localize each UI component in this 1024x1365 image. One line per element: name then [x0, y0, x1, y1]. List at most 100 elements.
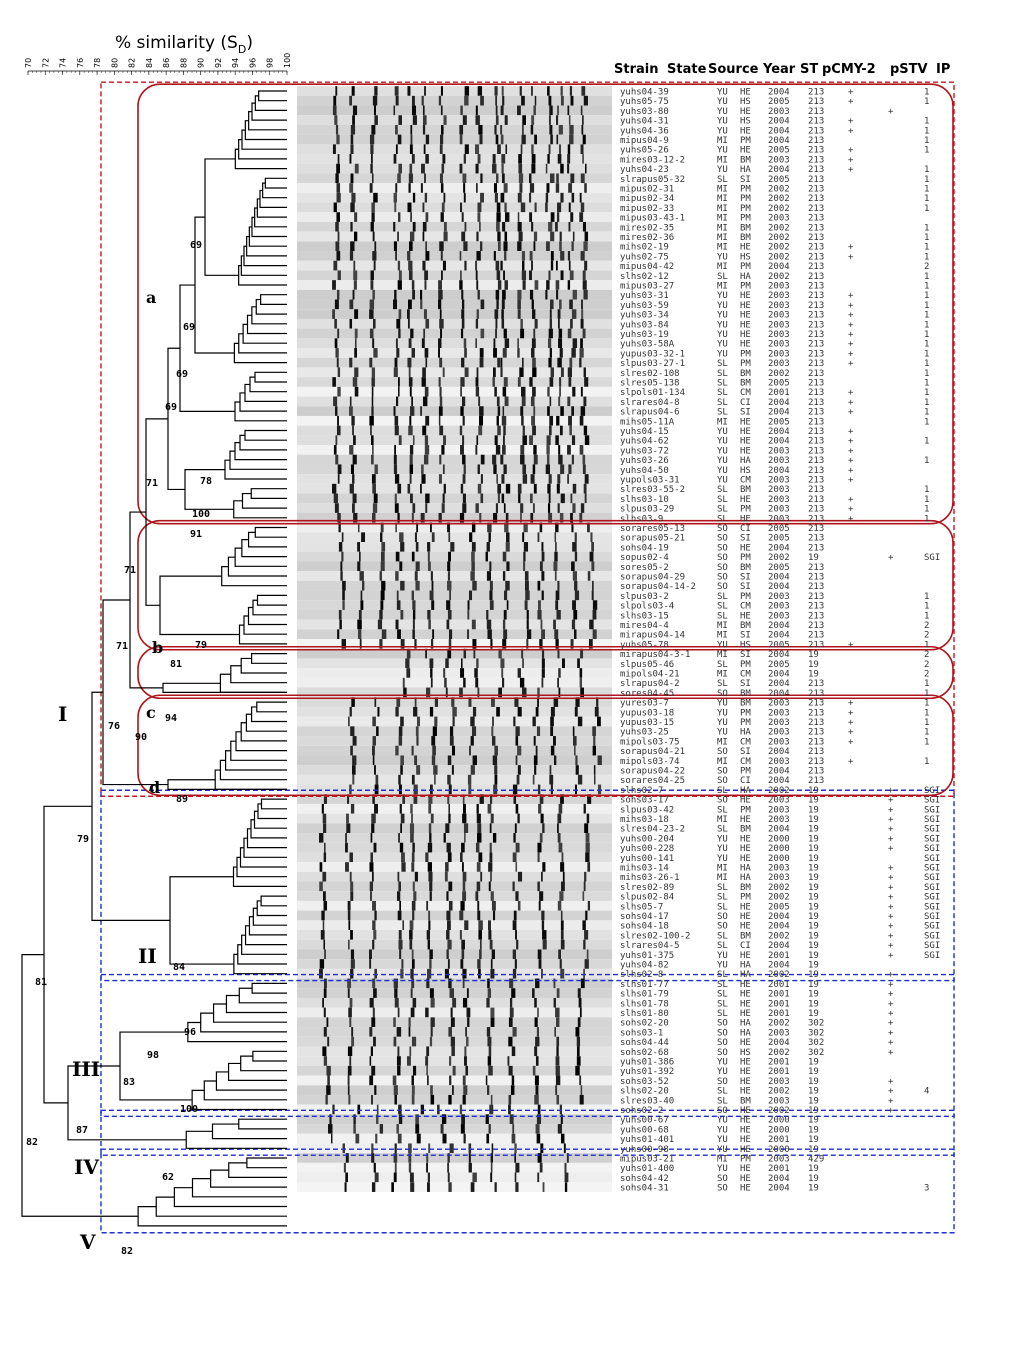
gel-band: [407, 86, 411, 96]
gel-band: [429, 949, 433, 960]
gel-band: [402, 920, 405, 931]
table-cell-pstv: +: [888, 980, 894, 990]
gel-band: [534, 1094, 539, 1105]
gel-band: [514, 1143, 517, 1154]
table-cell-year: 2004: [768, 679, 790, 689]
gel-band: [580, 648, 584, 659]
table-cell-year: 2004: [768, 1184, 790, 1194]
table-cell-source: BM: [740, 485, 751, 495]
gel-band: [553, 697, 559, 707]
table-cell-st: 213: [808, 456, 824, 466]
gel-band: [466, 1007, 471, 1018]
gel-band: [506, 600, 509, 610]
gel-lane: [297, 609, 612, 620]
table-cell-st: 302: [808, 1038, 824, 1048]
table-cell-source: HS: [740, 97, 751, 107]
gel-band: [350, 173, 354, 184]
gel-band: [587, 571, 591, 581]
gel-band: [521, 270, 527, 281]
gel-band: [347, 978, 352, 989]
table-cell-strain: slhs05-7: [620, 902, 663, 912]
table-cell-source: HE: [740, 291, 751, 301]
gel-band: [372, 445, 374, 455]
gel-band: [461, 357, 465, 368]
gel-band: [503, 425, 506, 436]
gel-band: [539, 1162, 543, 1173]
table-cell-state: SL: [717, 408, 728, 418]
gel-band: [369, 881, 374, 892]
gel-band: [489, 600, 494, 610]
gel-band: [498, 687, 502, 698]
gel-band: [584, 823, 589, 834]
gel-band: [394, 202, 397, 213]
table-cell-pstv: +: [888, 553, 894, 563]
subcluster-frame: [137, 645, 954, 700]
bootstrap-value: 96: [184, 1027, 196, 1038]
gel-band: [448, 1027, 452, 1037]
table-cell-year: 2000: [768, 1145, 790, 1155]
gel-band: [494, 765, 498, 775]
gel-band: [580, 1085, 583, 1095]
scale-tick-label: 92: [214, 58, 223, 68]
gel-band: [423, 396, 428, 407]
gel-band: [591, 590, 594, 601]
table-cell-pstv: +: [888, 815, 894, 825]
table-cell-pcmy2: +: [848, 146, 854, 156]
table-cell-st: 213: [808, 689, 824, 699]
table-cell-pcmy2: +: [848, 165, 854, 175]
table-cell-pcmy2: +: [848, 708, 854, 718]
table-cell-strain: sohs04-44: [620, 1038, 669, 1048]
gel-band: [431, 532, 435, 543]
table-cell-pstv: +: [888, 893, 894, 903]
gel-band: [471, 551, 475, 562]
gel-band: [504, 396, 509, 407]
table-cell-st: 19: [808, 660, 819, 670]
gel-band: [440, 183, 444, 193]
table-cell-strain: yuhs03-26: [620, 456, 669, 466]
gel-band: [414, 755, 418, 766]
gel-band: [490, 891, 494, 901]
gel-band: [446, 930, 450, 940]
gel-lane: [297, 396, 612, 407]
gel-band: [560, 464, 565, 475]
table-cell-year: 2002: [768, 223, 790, 233]
gel-band: [401, 852, 405, 863]
table-cell-year: 2003: [768, 1028, 790, 1038]
table-cell-st: 213: [808, 417, 824, 427]
gel-band: [450, 1017, 455, 1028]
gel-band: [349, 1017, 352, 1028]
table-cell-pcmy2: +: [848, 408, 854, 418]
gel-band: [550, 367, 555, 378]
gel-band: [354, 386, 359, 397]
gel-band: [369, 415, 374, 426]
gel-band: [557, 503, 560, 513]
gel-band: [427, 609, 431, 620]
gel-band: [533, 736, 536, 746]
gel-band: [361, 580, 365, 591]
gel-band: [430, 668, 433, 678]
table-cell-source: BM: [740, 883, 751, 893]
table-cell-strain: yuhs00-141: [620, 854, 674, 864]
tree-branch: [237, 944, 287, 965]
gel-band: [478, 396, 481, 407]
gel-band: [495, 105, 498, 116]
gel-band: [415, 542, 419, 552]
gel-band: [372, 338, 375, 349]
gel-band: [570, 639, 574, 649]
table-cell-ip: 1: [924, 301, 929, 311]
gel-band: [489, 561, 492, 572]
gel-band: [557, 154, 562, 164]
table-cell-st: 213: [808, 398, 824, 408]
gel-band: [500, 357, 503, 368]
table-cell-ip: 1: [924, 340, 929, 350]
gel-band: [352, 454, 357, 465]
gel-band: [464, 86, 470, 96]
gel-band: [464, 260, 467, 271]
gel-band: [550, 706, 555, 717]
gel-band: [572, 483, 577, 494]
gel-band: [416, 736, 419, 746]
